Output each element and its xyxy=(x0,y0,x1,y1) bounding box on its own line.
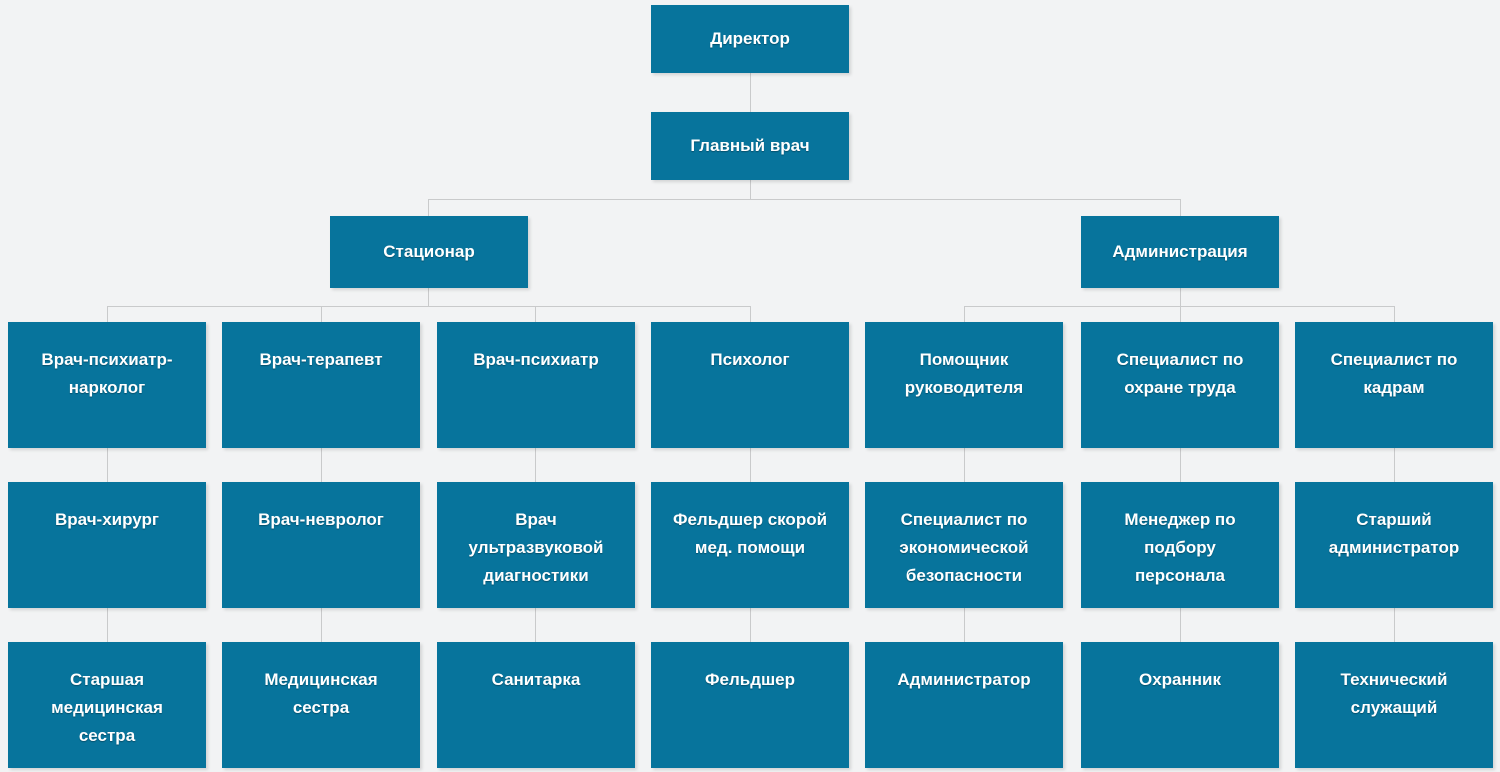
node-senior-administrator[interactable]: Старший администратор xyxy=(1295,482,1493,608)
node-surgeon[interactable]: Врач-хирург xyxy=(8,482,206,608)
connector-therapist-to-neurologist xyxy=(321,448,322,482)
connector-drop-labor-safety xyxy=(1180,306,1181,322)
node-ultrasound-doctor[interactable]: Врач ультразвуковой диагностики xyxy=(437,482,635,608)
node-emergency-paramedic[interactable]: Фельдшер скорой мед. помощи xyxy=(651,482,849,608)
connector-psychologist-to-emergency-paramedic xyxy=(750,448,751,482)
node-paramedic[interactable]: Фельдшер xyxy=(651,642,849,768)
connector-chief-doctor-bar xyxy=(428,199,1181,200)
node-director[interactable]: Директор xyxy=(651,5,849,73)
connector-drop-administration xyxy=(1180,199,1181,216)
connector-psychiatrist-to-ultrasound xyxy=(535,448,536,482)
connector-administration-stem xyxy=(1180,288,1181,307)
connector-neurologist-to-nurse xyxy=(321,608,322,642)
node-technical-staff[interactable]: Технический служащий xyxy=(1295,642,1493,768)
connector-ultrasound-to-orderly xyxy=(535,608,536,642)
node-security-guard[interactable]: Охранник xyxy=(1081,642,1279,768)
connector-drop-inpatient xyxy=(428,199,429,216)
node-psychiatrist[interactable]: Врач-психиатр xyxy=(437,322,635,448)
node-labor-safety-specialist[interactable]: Специалист по охране труда xyxy=(1081,322,1279,448)
connector-drop-therapist xyxy=(321,306,322,322)
connector-director-to-chief-doctor xyxy=(750,73,751,113)
connector-chief-doctor-stem xyxy=(750,180,751,200)
node-assistant-manager[interactable]: Помощник руководителя xyxy=(865,322,1063,448)
connector-psychiatrist-narcologist-to-surgeon xyxy=(107,448,108,482)
connector-drop-psychiatrist-narcologist xyxy=(107,306,108,322)
connector-economic-security-to-administrator xyxy=(964,608,965,642)
connector-senior-administrator-to-technical-staff xyxy=(1394,608,1395,642)
node-recruitment-manager[interactable]: Менеджер по подбору персонала xyxy=(1081,482,1279,608)
connector-assistant-manager-to-economic-security xyxy=(964,448,965,482)
node-chief-doctor[interactable]: Главный врач xyxy=(651,112,849,180)
connector-surgeon-to-head-nurse xyxy=(107,608,108,642)
node-orderly[interactable]: Санитарка xyxy=(437,642,635,768)
node-neurologist[interactable]: Врач-невролог xyxy=(222,482,420,608)
node-psychologist[interactable]: Психолог xyxy=(651,322,849,448)
connector-recruitment-to-security-guard xyxy=(1180,608,1181,642)
connector-drop-assistant-manager xyxy=(964,306,965,322)
connector-drop-hr-specialist xyxy=(1394,306,1395,322)
connector-labor-safety-to-recruitment xyxy=(1180,448,1181,482)
node-head-nurse[interactable]: Старшая медицинская сестра xyxy=(8,642,206,768)
node-psychiatrist-narcologist[interactable]: Врач-психиатр- нарколог xyxy=(8,322,206,448)
connector-inpatient-bar xyxy=(107,306,751,307)
node-therapist[interactable]: Врач-терапевт xyxy=(222,322,420,448)
node-economic-security-specialist[interactable]: Специалист по экономической безопасности xyxy=(865,482,1063,608)
node-hr-specialist[interactable]: Специалист по кадрам xyxy=(1295,322,1493,448)
node-administration[interactable]: Администрация xyxy=(1081,216,1279,288)
connector-administration-bar xyxy=(964,306,1394,307)
connector-emergency-paramedic-to-paramedic xyxy=(750,608,751,642)
node-inpatient[interactable]: Стационар xyxy=(330,216,528,288)
connector-drop-psychiatrist xyxy=(535,306,536,322)
connector-drop-psychologist xyxy=(750,306,751,322)
node-nurse[interactable]: Медицинская сестра xyxy=(222,642,420,768)
connector-inpatient-stem xyxy=(428,288,429,307)
node-administrator[interactable]: Администратор xyxy=(865,642,1063,768)
connector-hr-to-senior-administrator xyxy=(1394,448,1395,482)
